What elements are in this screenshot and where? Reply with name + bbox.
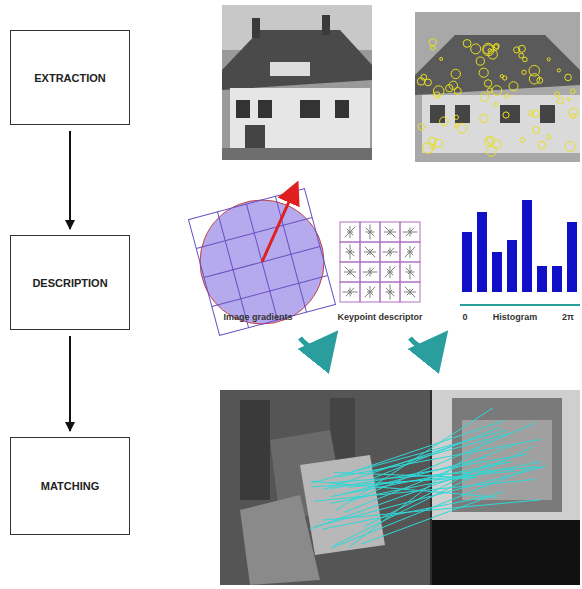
figure-caption: Histogram [493, 312, 538, 322]
image-gradients-figure [189, 186, 336, 335]
box-label: MATCHING [41, 480, 99, 492]
process-box: MATCHING [10, 437, 130, 535]
figure-caption: Keypoint descriptor [337, 312, 422, 322]
box-label: DESCRIPTION [32, 277, 107, 289]
box-label: EXTRACTION [34, 72, 106, 84]
figure-caption: Image gradients [223, 312, 292, 322]
process-box: EXTRACTION [10, 30, 130, 125]
matching-photo [220, 390, 580, 585]
histogram-figure [460, 200, 580, 305]
flow-arrow [69, 336, 71, 431]
figure-caption: 0 [462, 312, 467, 322]
flow-arrow [69, 131, 71, 229]
house-photo [222, 5, 372, 160]
keypoint-photo [415, 12, 580, 162]
figure-caption: 2π [562, 312, 574, 322]
flow-arrow [410, 338, 442, 348]
process-box: DESCRIPTION [10, 235, 130, 330]
flow-arrow [300, 338, 332, 348]
keypoint-descriptor-grid [340, 222, 420, 302]
